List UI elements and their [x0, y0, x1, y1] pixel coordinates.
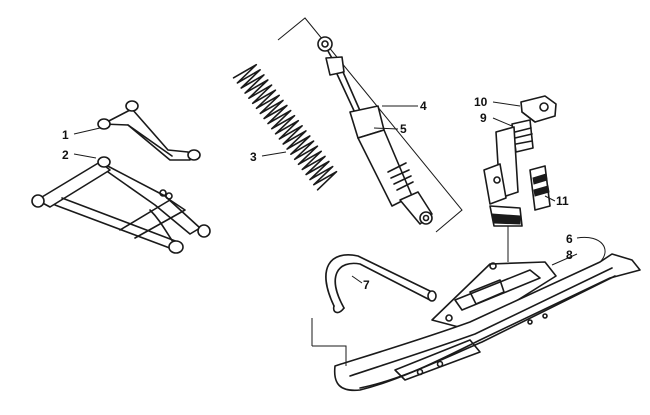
- coil-spring: [232, 63, 338, 191]
- callout-8: 8: [566, 248, 573, 262]
- callout-10: 10: [474, 95, 488, 109]
- shock-absorber: [317, 36, 433, 225]
- callout-7: 7: [363, 278, 370, 292]
- callout-5: 5: [400, 122, 407, 136]
- callout-6: 6: [566, 232, 573, 246]
- callout-1: 1: [62, 128, 69, 142]
- ski: [333, 253, 641, 392]
- spindle: [483, 119, 534, 227]
- leader-lines: [73, 101, 606, 366]
- callout-2: 2: [62, 148, 69, 162]
- upper-a-arm: [97, 100, 201, 161]
- callout-9: 9: [480, 111, 487, 125]
- lower-a-arm: [31, 156, 211, 254]
- callout-4: 4: [420, 99, 427, 113]
- callout-11: 11: [556, 194, 569, 208]
- ski-mount-saddle: [431, 261, 557, 331]
- callout-3: 3: [250, 150, 257, 164]
- steering-arm-clamp: [520, 95, 557, 123]
- callout-labels: 1 2 3 4 5 6 7 8 9 10 11: [62, 95, 573, 292]
- ski-loop: [325, 254, 437, 314]
- shock-assembly-outline: [277, 17, 463, 233]
- spindle-bushing: [529, 165, 551, 211]
